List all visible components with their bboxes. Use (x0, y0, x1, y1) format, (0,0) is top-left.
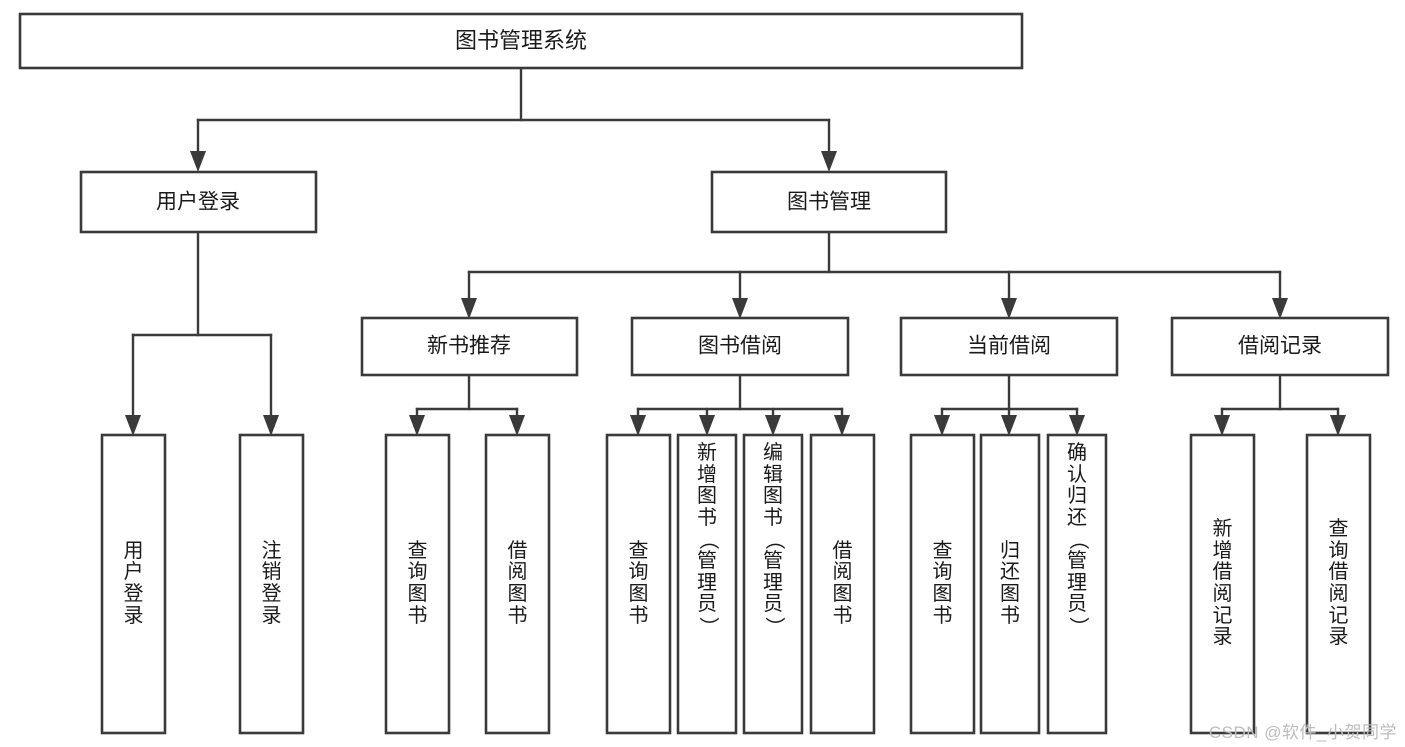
leaf-box-query-books-2[interactable] (605, 433, 672, 735)
leaf-box-confirm-return[interactable] (1046, 433, 1108, 735)
node-book-borrow-label: 图书借阅 (698, 335, 782, 358)
leaf-box-query-books-3[interactable] (909, 433, 976, 735)
leaf-boxes (100, 433, 1372, 735)
leaf-box-borrow-books-1[interactable] (484, 433, 551, 735)
node-new-book-recommend-label: 新书推荐 (427, 335, 511, 358)
node-borrow-record-label: 借阅记录 (1238, 335, 1322, 358)
connector-userlogin-to-leaves (125, 230, 279, 436)
node-book-management[interactable]: 图书管理 (710, 170, 948, 234)
leaf-box-add-record[interactable] (1189, 433, 1256, 735)
connector-borrowrecord-to-leaves (1214, 373, 1346, 436)
node-book-borrow[interactable]: 图书借阅 (630, 316, 850, 377)
node-book-management-label: 图书管理 (787, 191, 871, 214)
leaf-box-query-record[interactable] (1305, 433, 1372, 735)
node-borrow-record[interactable]: 借阅记录 (1170, 316, 1390, 377)
leaf-box-logout[interactable] (238, 433, 305, 735)
connector-currentborrow-to-leaves (934, 373, 1085, 436)
connector-newbook-to-leaves (409, 373, 525, 436)
node-user-login-label: 用户登录 (156, 191, 240, 214)
node-root[interactable]: 图书管理系统 (18, 12, 1024, 70)
node-new-book-recommend[interactable]: 新书推荐 (360, 316, 579, 377)
node-root-label: 图书管理系统 (455, 28, 587, 53)
node-user-login[interactable]: 用户登录 (79, 170, 318, 234)
node-current-borrow[interactable]: 当前借阅 (899, 316, 1119, 377)
leaf-box-add-book-admin[interactable] (676, 433, 738, 735)
leaf-box-query-books-1[interactable] (384, 433, 451, 735)
leaf-box-borrow-books-2[interactable] (809, 433, 876, 735)
leaf-box-user-login[interactable] (100, 433, 167, 735)
connector-root-to-level2 (190, 66, 837, 172)
connector-bookmgmt-to-level3 (461, 230, 1288, 319)
node-current-borrow-label: 当前借阅 (967, 335, 1051, 358)
csdn-watermark: CSDN @软件_小贺同学 (1208, 723, 1397, 742)
connector-bookborrow-to-leaves (630, 373, 850, 436)
leaf-box-return-books[interactable] (979, 433, 1041, 735)
leaf-box-edit-book-admin[interactable] (742, 433, 804, 735)
